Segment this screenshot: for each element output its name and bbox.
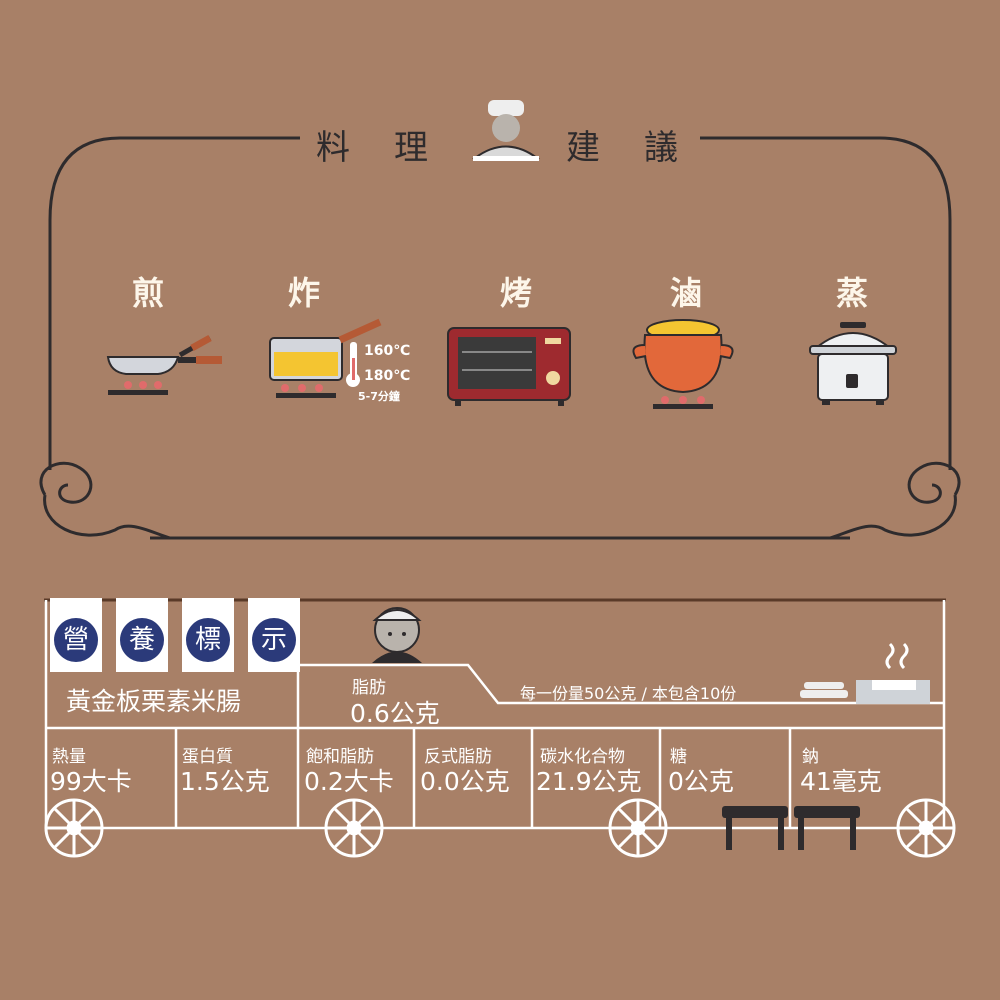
method-label-steam: 蒸 <box>836 274 869 312</box>
nutrient-value-protein: 1.5公克 <box>180 767 270 796</box>
cook-icon <box>372 607 422 663</box>
nutrient-value-trans-fat: 0.0公克 <box>420 767 510 796</box>
method-label-braise: 滷 <box>670 274 703 312</box>
method-label-bake: 烤 <box>500 274 533 312</box>
nutrient-label-sugar: 糖 <box>670 747 687 767</box>
badge-2: 養 <box>116 598 168 672</box>
frame-outline <box>39 136 961 540</box>
badge-char-3: 標 <box>186 618 230 662</box>
badge-char-4: 示 <box>252 618 296 662</box>
fry-temp-low: 180℃ <box>364 368 411 384</box>
fry-time: 5-7分鐘 <box>358 390 400 403</box>
nutrient-label-saturated-fat: 飽和脂肪 <box>306 747 374 767</box>
nutrient-label-sodium: 鈉 <box>802 747 819 767</box>
pan-icon <box>106 334 222 395</box>
product-name: 黃金板栗素米腸 <box>66 687 242 716</box>
nutrient-value-sodium: 41毫克 <box>800 767 882 796</box>
badge-char-2: 養 <box>120 618 164 662</box>
rice-cooker-icon <box>809 322 897 405</box>
nutrient-value-carbohydrate: 21.9公克 <box>536 767 642 796</box>
nutrient-label-trans-fat: 反式脂肪 <box>424 747 492 767</box>
kitchenware-icon <box>800 642 930 704</box>
badge-1: 營 <box>50 598 102 672</box>
badge-4: 示 <box>248 598 300 672</box>
fryer-icon <box>269 318 382 398</box>
title-char-3: 建 <box>566 128 600 168</box>
nutrient-value-calories: 99大卡 <box>50 767 132 796</box>
nutrient-label-calories: 熱量 <box>52 747 86 767</box>
badge-char-1: 營 <box>54 618 98 662</box>
fat-value: 0.6公克 <box>350 699 440 728</box>
nutrient-label-protein: 蛋白質 <box>182 747 233 767</box>
clay-pot-icon <box>632 319 734 409</box>
method-label-deep-fry: 炸 <box>288 274 321 312</box>
title-char-2: 理 <box>394 128 428 168</box>
nutrient-value-sugar: 0公克 <box>668 767 734 796</box>
serving-note: 每一份量50公克 / 本包含10份 <box>520 684 737 703</box>
badge-3: 標 <box>182 598 234 672</box>
stool-icon <box>722 806 860 850</box>
fat-label: 脂肪 <box>352 678 386 698</box>
nutrient-label-carbohydrate: 碳水化合物 <box>540 747 625 767</box>
method-label-pan-fry: 煎 <box>132 274 165 312</box>
title-char-1: 料 <box>316 128 350 168</box>
nutrient-value-saturated-fat: 0.2大卡 <box>304 767 394 796</box>
fry-temp-high: 160℃ <box>364 343 411 359</box>
wheel-icon <box>44 798 956 858</box>
title-char-4: 議 <box>644 128 678 168</box>
chef-icon <box>471 100 541 161</box>
oven-icon <box>447 327 571 406</box>
